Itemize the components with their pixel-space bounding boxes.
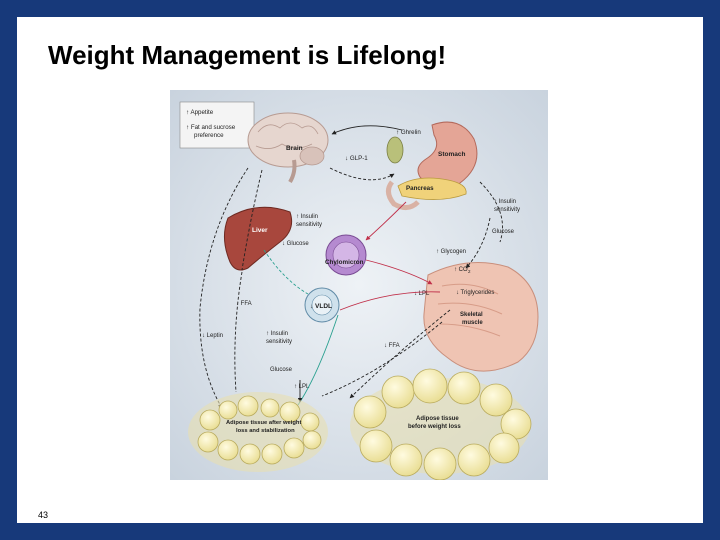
appetite-label: ↑ Appetite <box>186 109 214 116</box>
glycogen-label: ↑ Glycogen <box>436 249 466 255</box>
stomach-label: Stomach <box>438 151 465 158</box>
adipose-after-illustration: Adipose tissue after weight loss and sta… <box>188 392 328 472</box>
triglycerides-label: ↓ Triglycerides <box>456 290 494 296</box>
metabolic-pathway-figure: ↑ Appetite ↑ Fat and sucrose preference … <box>170 90 548 480</box>
glp1-label: ↓ GLP-1 <box>345 155 368 162</box>
ffa-mid-label: ↓ FFA <box>384 343 400 349</box>
glucose-lower-label: Glucose <box>270 367 293 373</box>
liver-insulin-label-2: sensitivity <box>296 222 322 228</box>
preference-label: preference <box>194 132 224 139</box>
vldl-label: ↓ VLDL <box>310 303 332 310</box>
ghrelin-label: ↑ Ghrelin <box>396 129 421 136</box>
chylomicron-label: Chylomicron <box>325 259 364 266</box>
liver-glucose-label: ↓ Glucose <box>282 241 309 247</box>
insulin-top-label-2: sensitivity <box>494 207 520 213</box>
pancreas-label: Pancreas <box>406 185 434 192</box>
insulin-top-label-1: ↑ Insulin <box>494 199 516 205</box>
vldl-illustration: ↓ VLDL <box>305 288 339 322</box>
liver-label: Liver <box>252 227 268 234</box>
skeletal-muscle-label-1: Skeletal <box>460 312 483 318</box>
skeletal-muscle-label-2: muscle <box>462 320 483 326</box>
glucose-right-label: Glucose <box>492 229 515 235</box>
page-number: 43 <box>38 510 48 520</box>
appetite-box: ↑ Appetite ↑ Fat and sucrose preference <box>180 102 254 148</box>
adipose-insulin-label-2: sensitivity <box>266 339 292 345</box>
adipose-after-label-2: loss and stabilization <box>236 428 295 434</box>
chylomicron-illustration: Chylomicron <box>325 235 366 275</box>
adipose-before-label-1: Adipose tissue <box>416 416 459 422</box>
leptin-label: ↓ Leptin <box>202 333 223 339</box>
adipose-after-label-1: Adipose tissue after weight <box>226 420 301 426</box>
adipose-insulin-label-1: ↑ Insulin <box>266 331 288 337</box>
liver-insulin-label-1: ↑ Insulin <box>296 214 318 220</box>
slide-title: Weight Management is Lifelong! <box>48 40 446 71</box>
fat-sucrose-label: ↑ Fat and sucrose <box>186 124 236 131</box>
ffa-left-label: ↓ FFA <box>236 301 252 307</box>
adipose-before-label-2: before weight loss <box>408 424 461 430</box>
brain-label: Brain <box>286 145 303 152</box>
